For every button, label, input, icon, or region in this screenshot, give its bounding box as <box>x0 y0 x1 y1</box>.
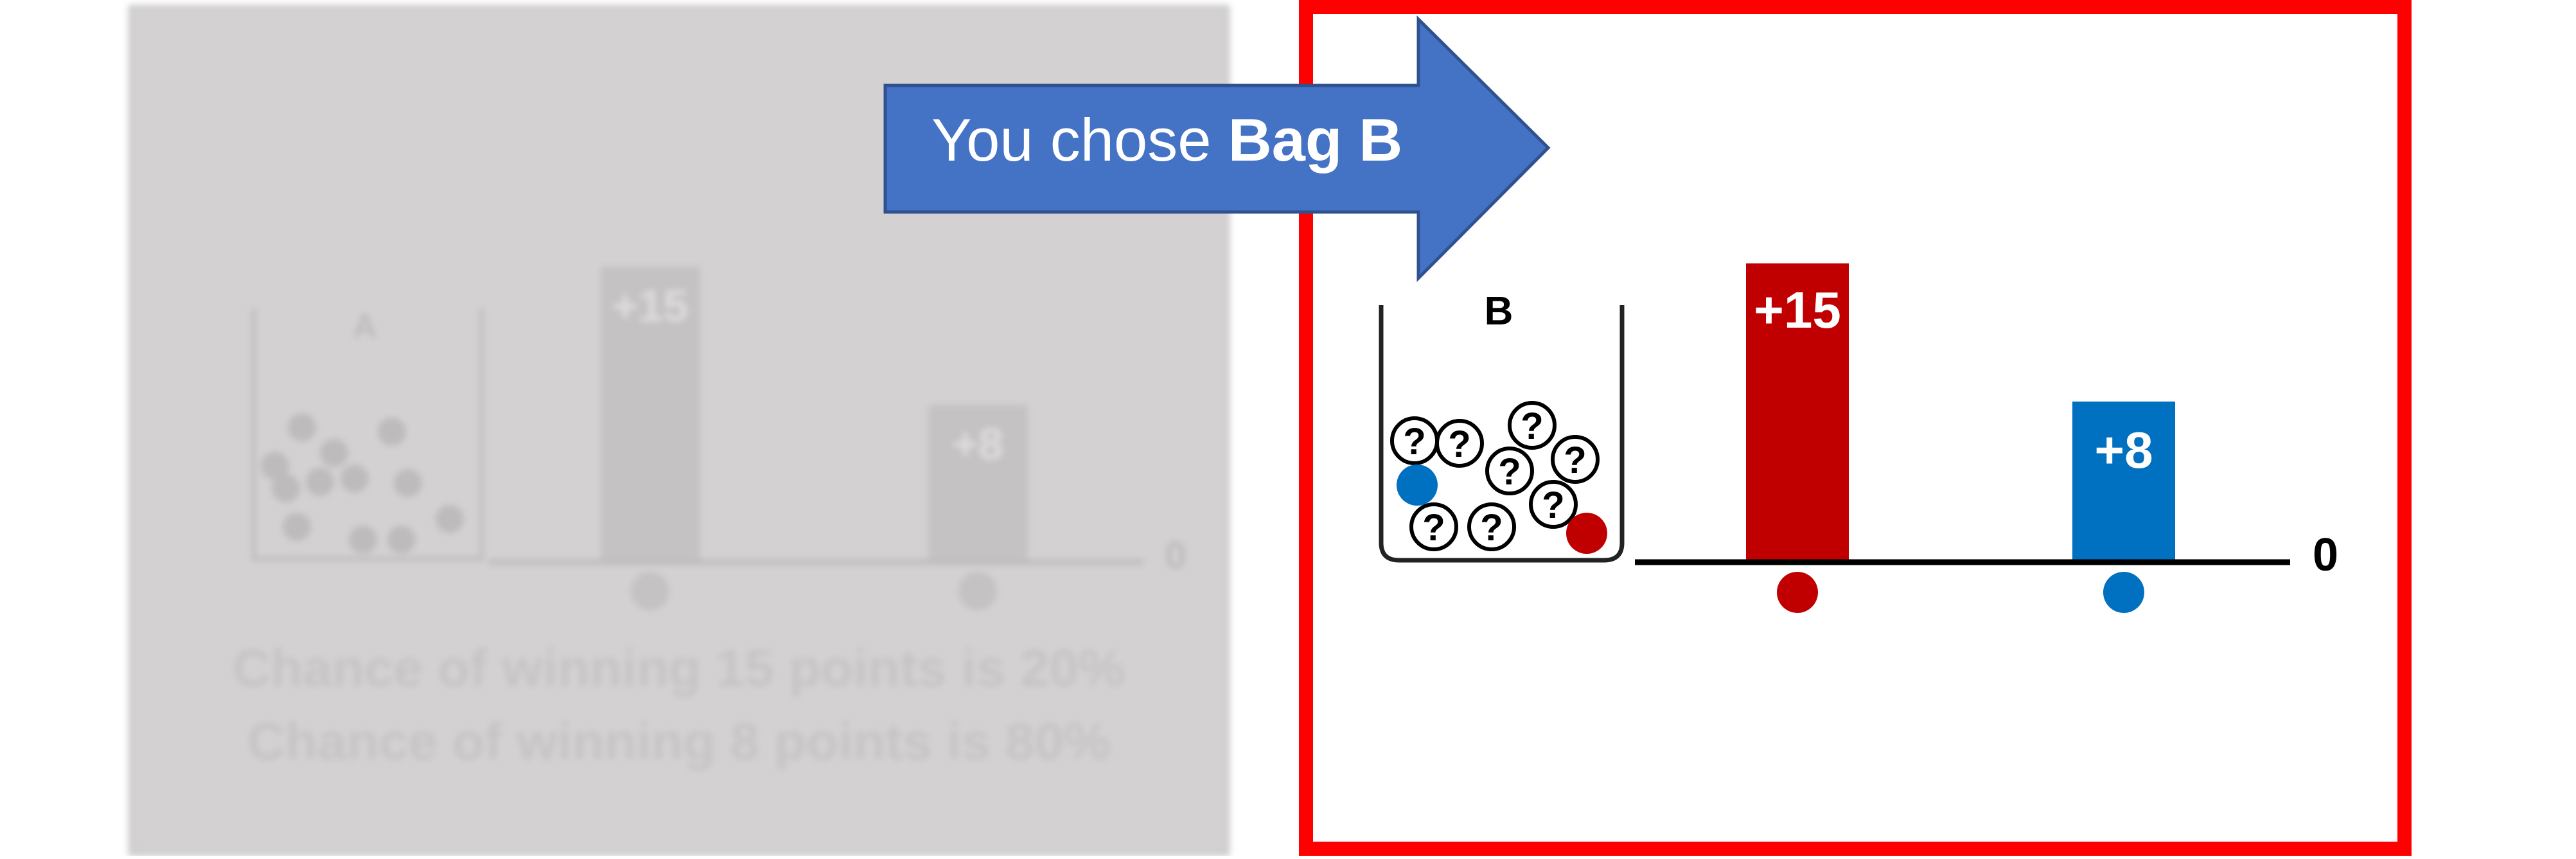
faded-marble <box>272 474 300 502</box>
question-mark: ? <box>1498 451 1521 493</box>
unknown-marble: ? <box>1467 502 1516 551</box>
question-mark: ? <box>1422 507 1445 549</box>
bar-plus-15-label: +15 <box>1754 281 1841 339</box>
unknown-marble: ? <box>1508 401 1557 450</box>
red-marble <box>1566 513 1607 554</box>
bar-plus-15 <box>1746 263 1849 562</box>
faded-zero-label: 0 <box>1165 534 1186 577</box>
faded-marble <box>340 465 369 493</box>
unknown-marble: ? <box>1390 416 1439 465</box>
faded-chance-line-1: Chance of winning 15 points is 20% <box>233 639 1125 698</box>
faded-marble <box>436 505 464 533</box>
unknown-marble: ? <box>1409 502 1458 551</box>
question-mark: ? <box>1480 507 1503 549</box>
faded-bar-8 <box>928 405 1028 562</box>
faded-marble <box>306 468 334 496</box>
faded-marbles <box>261 413 464 554</box>
arrow-text-choice: Bag B <box>1228 106 1403 173</box>
bag-outline <box>1379 305 1625 563</box>
blue-marble <box>1397 465 1438 506</box>
choice-arrow: You chose Bag B <box>883 15 1551 283</box>
unknown-marble: ? <box>1435 419 1484 468</box>
question-mark: ? <box>1542 484 1564 526</box>
unknown-marbles: ? ? ? ? ? ? ? ? <box>1390 401 1600 551</box>
red-outcome-dot <box>1777 572 1818 613</box>
faded-marble <box>378 418 406 446</box>
blue-outcome-dot <box>2103 572 2144 613</box>
faded-marble <box>387 526 416 554</box>
selected-bag: B <box>1379 289 1625 563</box>
question-mark: ? <box>1564 439 1586 481</box>
faded-red-dot <box>631 572 669 610</box>
arrow-shape <box>883 15 1551 283</box>
zero-label: 0 <box>2313 529 2338 581</box>
faded-bag-outline <box>252 308 484 561</box>
faded-bag-label: A <box>353 308 377 345</box>
faded-marble <box>394 469 422 497</box>
faded-marble <box>283 513 311 541</box>
faded-marble <box>349 526 377 554</box>
question-mark: ? <box>1448 423 1470 465</box>
faded-bar-8-label: +8 <box>952 419 1003 469</box>
arrow-text-prefix: You chose <box>931 106 1212 173</box>
faded-chance-line-2: Chance of winning 8 points is 80% <box>247 713 1111 771</box>
bar-plus-8-label: +8 <box>2094 421 2153 479</box>
faded-marble <box>320 439 348 467</box>
faded-blue-dot <box>958 572 997 610</box>
faded-marble <box>261 452 289 480</box>
bar-plus-8 <box>2072 402 2175 562</box>
arrow-text: You chose Bag B <box>931 106 1402 173</box>
bag-label: B <box>1485 289 1513 333</box>
unknown-marble: ? <box>1529 480 1578 529</box>
question-mark: ? <box>1403 421 1425 463</box>
faded-marble <box>288 413 316 441</box>
unknown-marble: ? <box>1551 435 1600 484</box>
faded-bar-15 <box>601 267 700 562</box>
question-mark: ? <box>1521 405 1543 447</box>
unknown-marble: ? <box>1485 447 1534 495</box>
faded-bar-15-label: +15 <box>612 281 689 331</box>
